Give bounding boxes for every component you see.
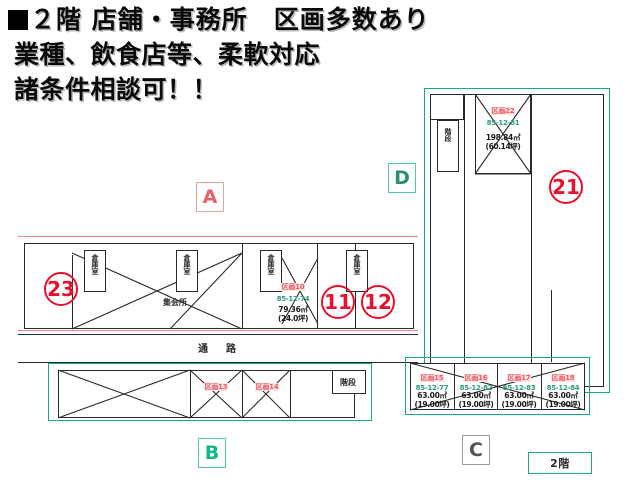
- headline-line-3-text: 諸条件相談可！！: [14, 75, 219, 104]
- room-14-x: [241, 369, 291, 419]
- hall-x-mark-2: [169, 252, 243, 330]
- room-18-tag: 区画18: [550, 374, 576, 383]
- building-b-divider-1: [190, 370, 191, 418]
- room-22-x-mark: [474, 93, 532, 175]
- hall-label: 集会所: [163, 298, 187, 307]
- room-15-area: 63.00㎡: [417, 391, 447, 401]
- room-13-info: 区画13: [195, 375, 237, 393]
- section-label-c: C: [462, 435, 490, 465]
- room-14-tag: 区画14: [254, 383, 280, 392]
- section-label-d: D: [388, 163, 416, 193]
- unit-21-circle: 21: [549, 170, 583, 204]
- room-16-tsubo: (19.00坪): [458, 400, 494, 410]
- d-to-c-connector: [551, 290, 552, 362]
- storage-room-2: [176, 250, 198, 292]
- section-label-a: A: [196, 182, 224, 212]
- building-c-divider-2: [497, 363, 498, 410]
- section-label-b-text: B: [204, 442, 220, 464]
- headline-line-1: ２階 店舗・事務所 区画多数あり: [8, 2, 620, 37]
- room-10-tsubo: (24.0坪): [277, 314, 309, 324]
- building-b-hall-x: [57, 369, 191, 419]
- room-22-area: 198.84㎡: [485, 133, 521, 143]
- building-a-top-red-line: [18, 236, 418, 237]
- room-16-area: 63.00㎡: [461, 391, 491, 401]
- passage-bottom-line: [18, 362, 418, 363]
- stair-box-b: [332, 370, 366, 394]
- room-22-info: 区画22 85-12-81 198.84㎡ (60.14坪): [476, 99, 530, 152]
- unit-21-box: [531, 94, 604, 387]
- room-17-area: 63.00㎡: [504, 391, 534, 401]
- building-c-divider-3: [541, 363, 542, 410]
- room-22-code: 85-12-81: [486, 119, 520, 128]
- room-17-tsubo: (19.00坪): [501, 400, 537, 410]
- building-a-bottom-red-line: [18, 330, 418, 331]
- room-18-code: 85-12-84: [546, 384, 580, 393]
- room-15-tag: 区画15: [419, 374, 445, 383]
- room-18-info: 区画18 85-12-84 63.00㎡ (19.00坪): [541, 366, 585, 410]
- building-c-divider-1: [454, 363, 455, 410]
- room-10-code: 85-12-74: [276, 295, 310, 304]
- section-c-green-outline: [405, 357, 590, 415]
- passage-top-line: [18, 334, 418, 335]
- passage-label: 通 路: [198, 344, 240, 355]
- headline-block: ２階 店舗・事務所 区画多数あり 業種、飲食店等、柔軟対応 諸条件相談可！！: [8, 2, 620, 107]
- section-b-green-outline: [48, 363, 372, 421]
- unit-21-label: 21: [552, 175, 580, 199]
- building-a-divider-3: [317, 243, 318, 329]
- unit-11-label: 11: [324, 290, 352, 314]
- room-17-tag: 区画17: [506, 374, 532, 383]
- room-18-area: 63.00㎡: [548, 391, 578, 401]
- storage-room-3-label: 倉庫室: [267, 254, 275, 275]
- floor-tag-box: 2階: [528, 452, 592, 474]
- storage-room-2-label: 倉庫室: [183, 254, 191, 275]
- room-15-tsubo: (19.00坪): [414, 400, 450, 410]
- room-18-tsubo: (19.00坪): [545, 400, 581, 410]
- headline-line-2-text: 業種、飲食店等、柔軟対応: [14, 40, 321, 69]
- headline-line-1-text: ２階 店舗・事務所 区画多数あり: [30, 5, 430, 34]
- unit-23-circle: 23: [44, 272, 78, 306]
- storage-room-1-label: 倉庫室: [91, 254, 99, 275]
- room-22-tag: 区画22: [490, 107, 516, 116]
- room-16-code: 85-12-82: [459, 384, 493, 393]
- room-13-tag: 区画13: [203, 383, 229, 392]
- headline-line-3: 諸条件相談可！！: [8, 72, 620, 107]
- section-label-d-text: D: [394, 167, 410, 189]
- storage-room-4-label: 倉庫室: [353, 254, 361, 275]
- black-square-bullet: [8, 10, 28, 30]
- stair-label-b: 階段: [340, 378, 356, 387]
- stair-label-d: 階段: [444, 128, 452, 142]
- building-b-divider-3: [290, 370, 291, 418]
- storage-room-1: [84, 250, 106, 292]
- room-22-tsubo: (60.14坪): [485, 142, 521, 152]
- section-d-inner-divider: [464, 94, 465, 387]
- room-17-code: 85-12-83: [502, 384, 536, 393]
- room-16-tag: 区画16: [463, 374, 489, 383]
- section-label-c-text: C: [469, 439, 483, 461]
- floor-tag-text: 2階: [550, 457, 570, 470]
- room-10-tag: 区画10: [280, 283, 306, 292]
- room-17-info: 区画17 85-12-83 63.00㎡ (19.00坪): [497, 366, 541, 410]
- section-label-a-text: A: [202, 186, 218, 208]
- building-b-divider-2: [242, 370, 243, 418]
- room-16-info: 区画16 85-12-82 63.00㎡ (19.00坪): [454, 366, 498, 410]
- building-a-divider-2: [242, 243, 243, 329]
- room-15-code: 85-12-77: [415, 384, 449, 393]
- stair-shaft-d: [430, 94, 464, 120]
- room-13-x: [189, 369, 243, 419]
- room-15-info: 区画15 85-12-77 63.00㎡ (19.00坪): [410, 366, 454, 410]
- storage-room-3: [260, 250, 282, 292]
- storage-room-4: [346, 250, 368, 292]
- building-b-outline: [58, 370, 355, 418]
- section-label-b: B: [198, 438, 226, 468]
- unit-23-label: 23: [47, 277, 75, 301]
- stair-room-d: [437, 120, 459, 172]
- room-14-info: 区画14: [246, 375, 288, 393]
- unit-12-circle: 12: [361, 285, 395, 319]
- room-10-info: 区画10 85-12-74 79.36㎡ (24.0坪): [268, 275, 318, 324]
- headline-line-2: 業種、飲食店等、柔軟対応: [8, 37, 620, 72]
- unit-11-circle: 11: [321, 285, 355, 319]
- unit-12-label: 12: [364, 290, 392, 314]
- room-10-area: 79.36㎡: [278, 305, 308, 315]
